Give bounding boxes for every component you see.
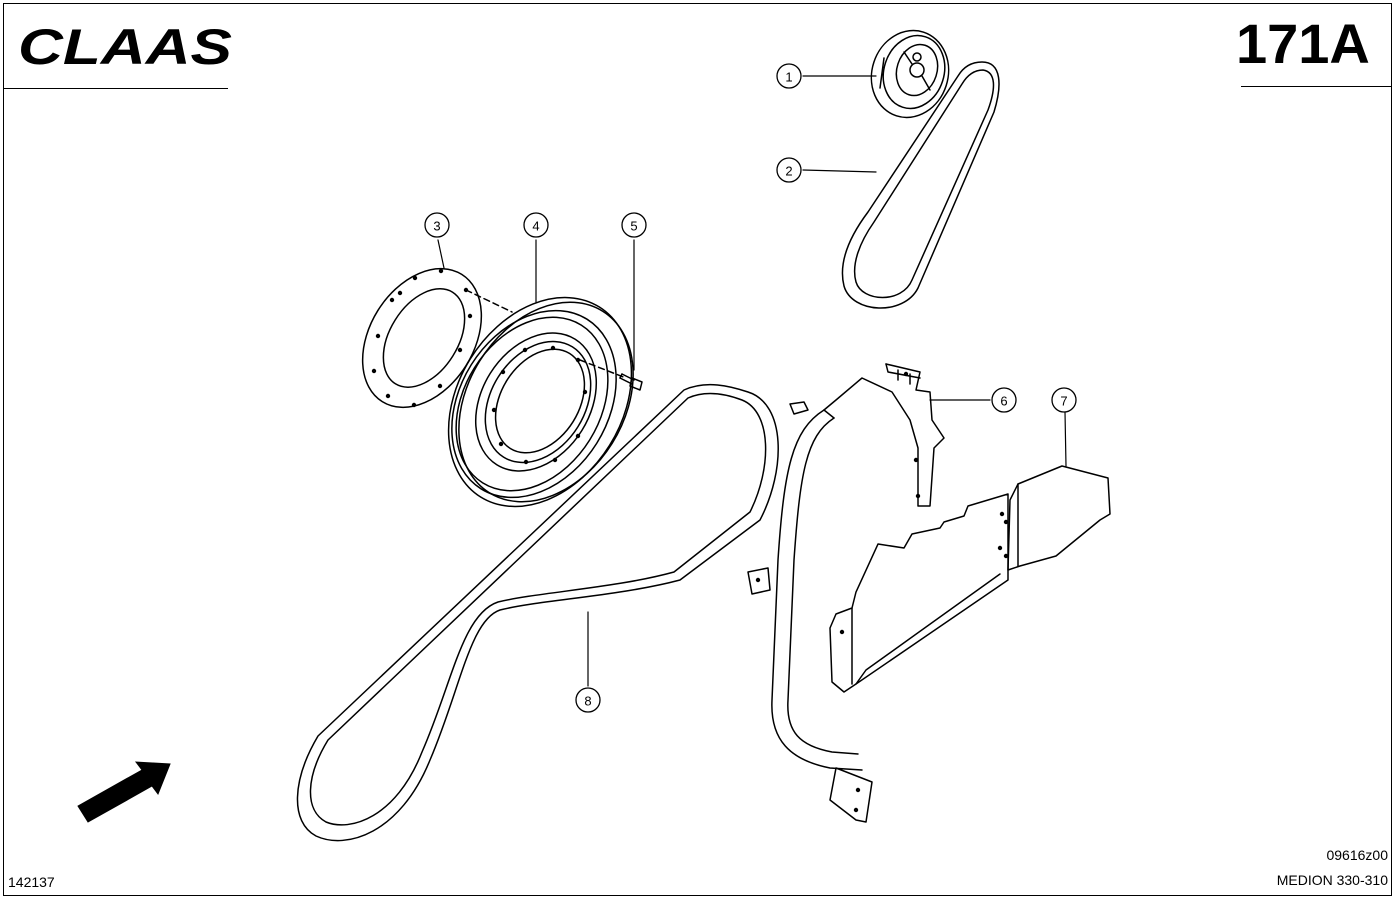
part-1-small-pulley xyxy=(870,29,950,119)
callout-2: 2 xyxy=(776,157,802,183)
claas-logo: CLAAS xyxy=(18,24,232,70)
callout-8: 8 xyxy=(575,687,601,713)
callout-number: 5 xyxy=(630,219,637,234)
callout-number: 6 xyxy=(1000,394,1007,409)
part-5-bolt xyxy=(619,373,643,391)
callout-number: 2 xyxy=(785,164,792,179)
callout-number: 8 xyxy=(584,694,591,709)
callout-7: 7 xyxy=(1051,387,1077,413)
callout-number: 3 xyxy=(433,219,440,234)
callout-number: 7 xyxy=(1060,394,1067,409)
part-6-bracket xyxy=(747,363,945,823)
part-7-belt-guard xyxy=(829,465,1111,693)
callout-1: 1 xyxy=(776,63,802,89)
part-2-small-belt xyxy=(841,61,1000,309)
model-name: MEDION 330-310 xyxy=(1276,872,1388,888)
page-frame xyxy=(3,3,1392,896)
callout-6: 6 xyxy=(991,387,1017,413)
sheet-code: 142137 xyxy=(8,874,55,890)
callout-5: 5 xyxy=(621,212,647,238)
leader-lines xyxy=(437,75,1067,687)
direction-arrow-icon xyxy=(77,761,171,823)
drawing-code: 09616z00 xyxy=(1326,847,1388,863)
logo-wordmark: CLAAS xyxy=(18,24,232,70)
header-rule-left xyxy=(4,88,228,89)
header-rule-right xyxy=(1241,86,1391,87)
page-number: 171A xyxy=(1236,12,1370,75)
callout-number: 4 xyxy=(532,219,539,234)
part-4-large-pulley xyxy=(447,296,634,508)
part-8-large-belt xyxy=(296,383,779,842)
callout-3: 3 xyxy=(424,212,450,238)
callout-number: 1 xyxy=(785,70,792,85)
callout-4: 4 xyxy=(523,212,549,238)
